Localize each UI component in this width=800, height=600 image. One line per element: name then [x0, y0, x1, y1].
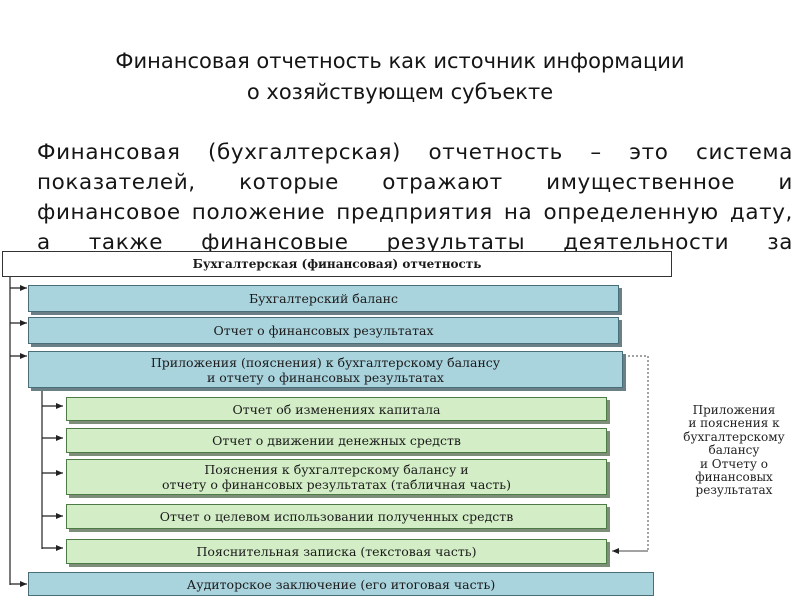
- tabular-notes-line-1: Пояснения к бухгалтерскому балансу и: [204, 462, 469, 477]
- balance-sheet-label: Бухгалтерский баланс: [249, 291, 398, 306]
- financial-results-box: Отчет о финансовых результатах: [28, 317, 619, 344]
- appendix-label: Приложения (пояснения) к бухгалтерскому …: [151, 355, 500, 385]
- side-note-line: балансу: [708, 443, 760, 458]
- balance-sheet-box: Бухгалтерский баланс: [28, 285, 619, 312]
- explanatory-note-box: Пояснительная записка (текстовая часть): [66, 539, 607, 564]
- targeted-funds-label: Отчет о целевом использовании полученных…: [159, 509, 514, 524]
- title-line-1: Финансовая отчетность как источник инфор…: [115, 49, 685, 73]
- tabular-notes-box: Пояснения к бухгалтерскому балансу и отч…: [66, 459, 607, 495]
- cash-flow-label: Отчет о движении денежных средств: [212, 433, 461, 448]
- slide-title: Финансовая отчетность как источник инфор…: [0, 46, 800, 108]
- appendix-line-2: и отчету о финансовых результатах: [206, 369, 444, 385]
- financial-results-label: Отчет о финансовых результатах: [213, 323, 434, 338]
- cash-flow-box: Отчет о движении денежных средств: [66, 428, 607, 453]
- explanatory-note-label: Пояснительная записка (текстовая часть): [196, 544, 477, 559]
- targeted-funds-box: Отчет о целевом использовании полученных…: [66, 504, 607, 529]
- appendix-line-1: Приложения (пояснения) к бухгалтерскому …: [150, 354, 501, 370]
- appendix-side-note: Приложения и пояснения к бухгалтерскому …: [668, 403, 800, 498]
- audit-report-label: Аудиторское заключение (его итоговая час…: [186, 576, 496, 592]
- side-note-line: бухгалтерскому: [683, 429, 785, 444]
- side-note-line: Приложения: [692, 403, 776, 417]
- capital-changes-box: Отчет об изменениях капитала: [66, 397, 607, 421]
- reporting-header-box: Бухгалтерская (финансовая) отчетность: [2, 251, 672, 277]
- reporting-header-label: Бухгалтерская (финансовая) отчетность: [192, 256, 482, 271]
- side-note-line: результатах: [695, 483, 773, 498]
- capital-changes-label: Отчет об изменениях капитала: [232, 401, 441, 417]
- title-line-2: о хозяйствующем субъекте: [246, 80, 554, 104]
- side-note-line: и Отчету о: [699, 456, 769, 471]
- definition-text: Финансовая (бухгалтерская) отчетность – …: [37, 140, 793, 252]
- appendix-box: Приложения (пояснения) к бухгалтерскому …: [28, 351, 623, 388]
- tabular-notes-line-2: отчету о финансовых результатах (табличн…: [162, 477, 511, 492]
- side-note-line: финансовых: [695, 470, 773, 485]
- audit-report-box: Аудиторское заключение (его итоговая час…: [28, 572, 654, 596]
- tabular-notes-label: Пояснения к бухгалтерскому балансу и отч…: [162, 462, 511, 492]
- side-note-line: и пояснения к: [688, 416, 780, 431]
